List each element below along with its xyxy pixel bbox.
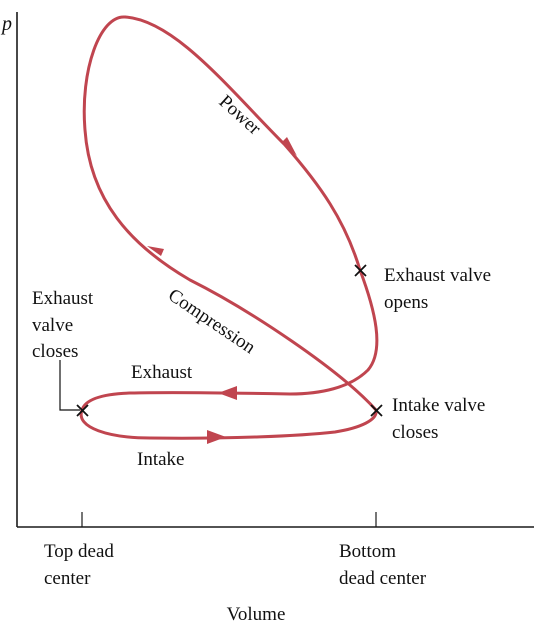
- label-exhaust-valve-closes-3: closes: [32, 341, 78, 362]
- event-markers: [76, 264, 383, 417]
- exhaust-stroke-path: [80, 391, 292, 412]
- power-stroke-path: [123, 15, 379, 396]
- label-intake-valve-closes-2: closes: [392, 422, 438, 443]
- compression-stroke-path: [82, 15, 378, 412]
- marker-exhaust-valve-closes: [76, 404, 89, 417]
- label-intake-valve-closes-1: Intake valve: [392, 395, 485, 416]
- arrow-intake: [207, 430, 226, 444]
- label-intake: Intake: [137, 449, 184, 470]
- label-exhaust-valve-opens-2: opens: [384, 292, 428, 313]
- leader-exhaust-valve-closes: [59, 360, 80, 411]
- tick-label-bottom-dead-center-2: dead center: [339, 568, 427, 589]
- marker-intake-valve-closes: [370, 404, 383, 417]
- marker-exhaust-valve-opens: [354, 264, 367, 277]
- label-compression: Compression: [164, 285, 259, 359]
- intake-stroke-path: [79, 408, 378, 440]
- tick-label-top-dead-center-1: Top dead: [44, 541, 114, 562]
- label-exhaust: Exhaust: [131, 362, 193, 383]
- tick-label-bottom-dead-center-1: Bottom: [339, 541, 396, 562]
- label-exhaust-valve-opens-1: Exhaust valve: [384, 265, 491, 286]
- cycle-curve: [79, 15, 379, 440]
- arrow-compression: [147, 246, 164, 256]
- y-axis-label: p: [0, 13, 12, 35]
- label-exhaust-valve-closes-2: valve: [32, 315, 73, 336]
- tick-label-top-dead-center-2: center: [44, 568, 91, 589]
- arrow-exhaust: [218, 386, 237, 400]
- label-exhaust-valve-closes-1: Exhaust: [32, 288, 94, 309]
- arrow-power: [282, 137, 297, 156]
- x-axis-label: Volume: [227, 604, 286, 625]
- direction-arrows: [147, 137, 297, 444]
